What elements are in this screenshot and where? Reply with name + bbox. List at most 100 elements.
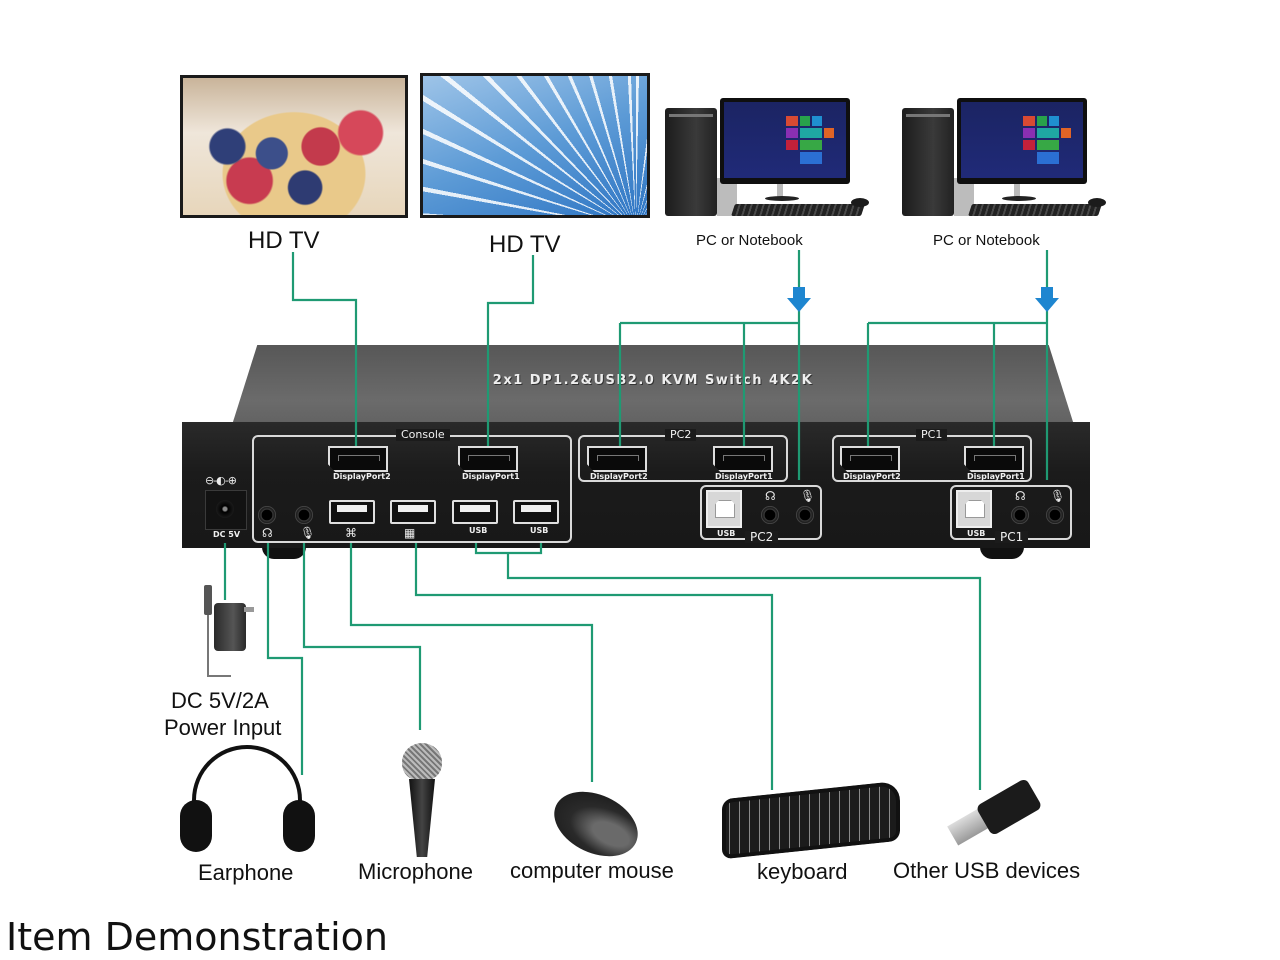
earphone-image [180,745,315,855]
monitor-stand-base [1002,196,1036,201]
pc-monitor [720,98,850,184]
pc1-dp1-label: DisplayPort1 [967,472,1025,481]
console-usb-port-1[interactable] [452,500,498,524]
hd-tv-1-image [180,75,408,218]
console-keyboard-usb-port[interactable] [390,500,436,524]
console-usb-port-2[interactable] [513,500,559,524]
start-tiles [1023,116,1071,166]
kvm-foot-right [980,545,1024,559]
pc-tower-base [717,178,737,216]
monitor-stand [777,184,783,198]
pc2-group-label: PC2 [665,429,697,441]
pc-2-image [902,98,1106,238]
pc-mouse [851,198,869,207]
power-adapter-image [200,585,260,680]
adapter-prong [244,607,254,612]
adapter-cord [207,615,231,677]
pc1-group-label: PC1 [916,429,948,441]
mouse-label: computer mouse [510,858,674,883]
mouse-icon: ⌘ [345,526,357,540]
console-dp2-label: DisplayPort2 [333,472,391,481]
pc2-earphone-jack[interactable] [761,506,779,524]
pc-tower [902,108,954,216]
adapter-plug [204,585,212,615]
headphone-band [192,745,302,840]
console-earphone-jack[interactable] [258,506,276,524]
console-dp1-label: DisplayPort1 [462,472,520,481]
hd-tv-2-label: HD TV [489,231,561,258]
monitor-stand [1014,184,1020,198]
pc2-displayport2[interactable] [587,446,647,472]
pc1-earphone-jack[interactable] [1011,506,1029,524]
microphone-icon: 🎙 [1050,489,1066,503]
arrow-down-pc2 [787,287,811,312]
wire-keyboard [414,543,774,790]
keyboard-label: keyboard [757,859,848,884]
pc1-usb-b-port[interactable] [956,490,992,528]
mic-handle [409,779,435,857]
pc-keyboard [731,204,865,216]
pc2-displayport1[interactable] [713,446,773,472]
microphone-image [400,743,445,858]
arrow-down-pc1 [1035,287,1059,312]
adapter-body [214,603,246,651]
mic-grille [402,743,442,781]
console-displayport1[interactable] [458,446,518,472]
microphone-icon: 🎙 [300,526,316,540]
console-usb-2-label: USB [530,526,549,535]
pc2-mic-jack[interactable] [796,506,814,524]
console-displayport2[interactable] [328,446,388,472]
pc-tower-base [954,178,974,216]
hd-tv-1-label: HD TV [248,227,320,254]
pc-screen [961,102,1083,178]
console-mouse-usb-port[interactable] [329,500,375,524]
keyboard-image [722,780,900,860]
pc1-usb-label: USB [967,529,986,538]
pc2-usb-b-port[interactable] [706,490,742,528]
microphone-icon: 🎙 [800,489,816,503]
pc-tower [665,108,717,216]
headphone-icon: ☊ [262,526,273,540]
pc-2-label: PC or Notebook [933,232,1040,249]
pc1-displayport2[interactable] [840,446,900,472]
usb-flash-drive-image [947,777,1043,846]
pc-1-image [665,98,869,238]
usb-devices-label: Other USB devices [893,858,1081,883]
pc1-sub-label: PC1 [995,531,1029,543]
polarity-icon: ⊖-◐-⊕ [205,474,237,487]
console-mic-jack[interactable] [295,506,313,524]
headphone-cup-left [180,800,212,852]
wire-microphone [302,543,422,730]
pc2-usb-label: USB [717,529,736,538]
pc-screen [724,102,846,178]
pc2-dp2-label: DisplayPort2 [590,472,648,481]
footer-title: Item Demonstration [6,915,388,959]
computer-mouse-image [543,779,649,869]
dc-5v-label: DC 5V [213,530,241,539]
pc1-mic-jack[interactable] [1046,506,1064,524]
console-usb-1-label: USB [469,526,488,535]
power-label-line2: Power Input [164,715,282,740]
pc2-sub-label: PC2 [745,531,779,543]
dc-power-jack[interactable] [205,490,247,530]
pc1-dp2-label: DisplayPort2 [843,472,901,481]
pc-1-label: PC or Notebook [696,232,803,249]
microphone-label: Microphone [358,859,473,884]
pc-monitor [957,98,1087,184]
wire-usb-devices [506,553,982,790]
hd-tv-2-image [420,73,650,218]
power-label-line1: DC 5V/2A [171,688,269,713]
monitor-stand-base [765,196,799,201]
keyboard-icon: ▦ [404,526,416,540]
headphone-icon: ☊ [1015,489,1026,503]
wire-mouse [349,543,594,782]
console-group-label: Console [396,429,450,441]
pc2-dp1-label: DisplayPort1 [715,472,773,481]
kvm-model-title: 2x1 DP1.2&USB2.0 KVM Switch 4K2K [492,373,814,388]
arrow-group [787,287,1059,312]
pc1-displayport1[interactable] [964,446,1024,472]
earphone-label: Earphone [198,860,294,885]
pc-keyboard [968,204,1102,216]
start-tiles [786,116,834,166]
headphone-cup-right [283,800,315,852]
